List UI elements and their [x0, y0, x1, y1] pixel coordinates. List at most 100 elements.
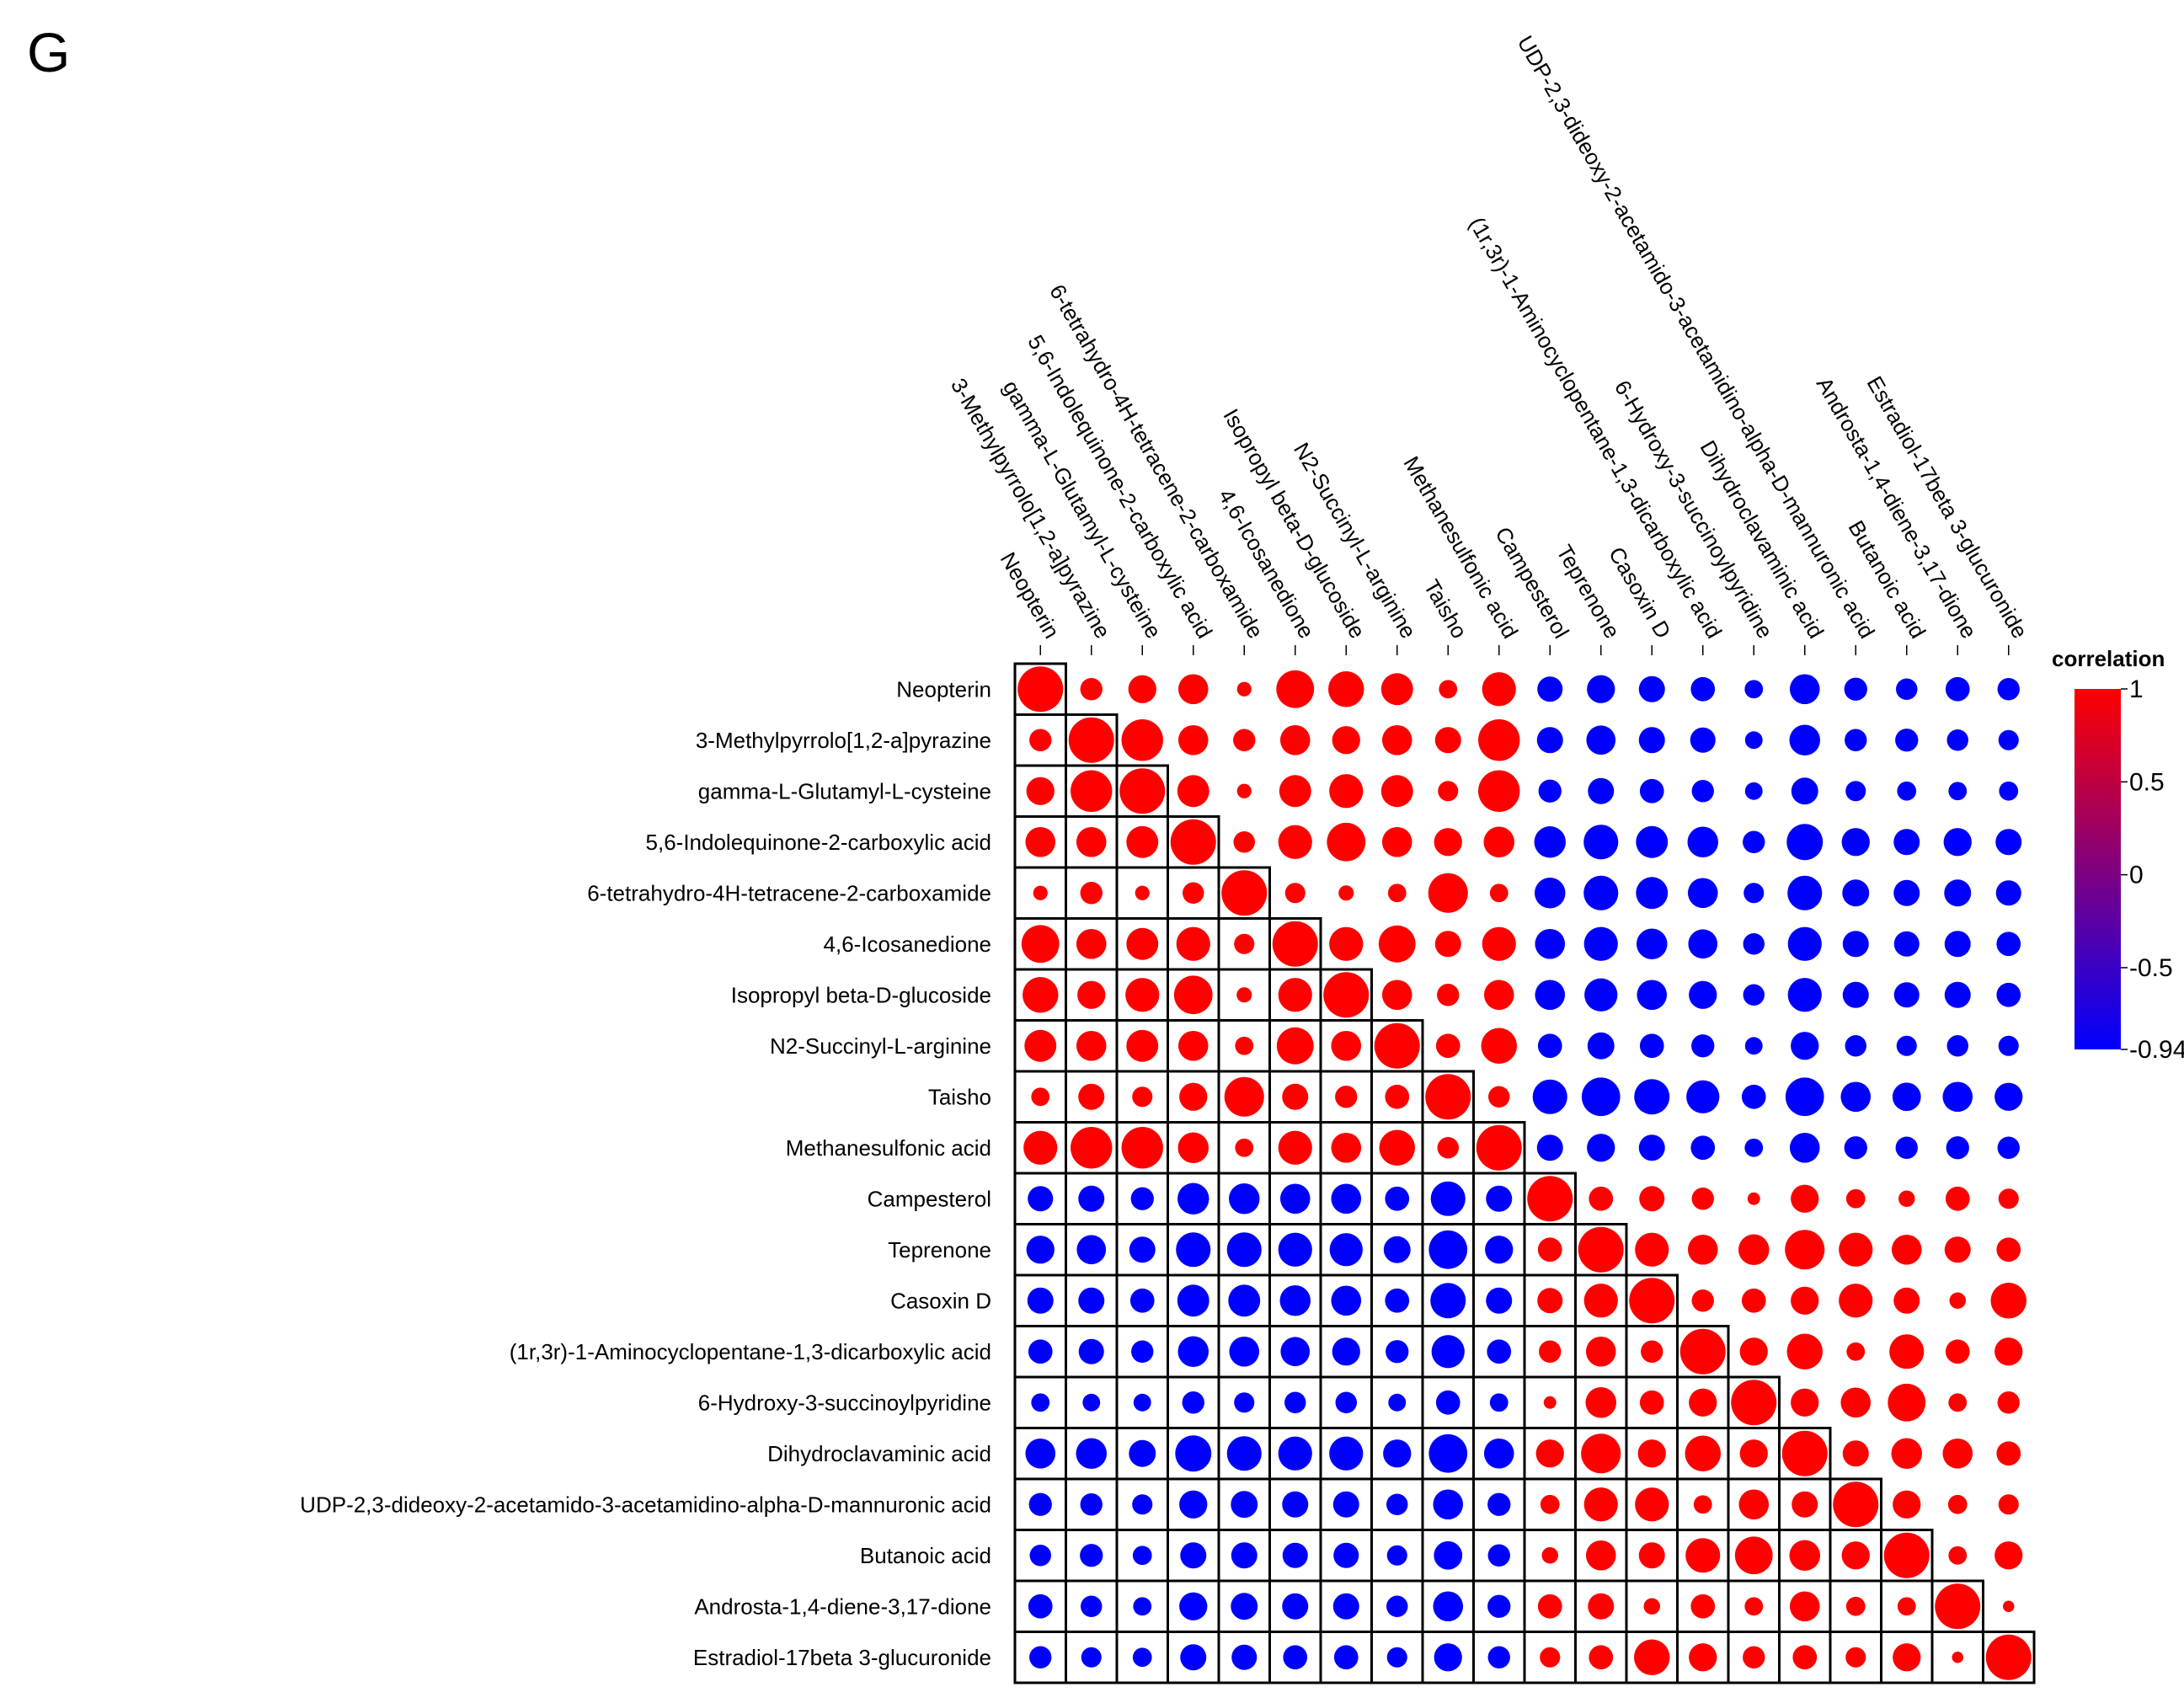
correlation-circle — [1487, 1544, 1510, 1567]
correlation-circle — [1170, 819, 1216, 865]
correlation-circle — [1787, 926, 1822, 961]
correlation-circle — [1535, 980, 1566, 1011]
correlation-circle — [1893, 1490, 1921, 1519]
correlation-circle — [1845, 781, 1866, 802]
correlation-circle — [1845, 729, 1867, 751]
correlation-circle — [1385, 1288, 1410, 1313]
row-label: Campesterol — [868, 1186, 991, 1211]
correlation-circle — [1643, 1598, 1660, 1615]
correlation-circle — [1948, 1546, 1968, 1565]
correlation-circle — [1635, 1487, 1669, 1522]
correlation-circle — [1996, 1441, 2021, 1466]
correlation-circle — [1946, 1136, 1969, 1160]
correlation-circle — [1236, 987, 1252, 1003]
correlation-circle — [1482, 926, 1516, 961]
correlation-circle — [1639, 1390, 1664, 1415]
correlation-circle — [1893, 1287, 1920, 1314]
correlation-circle — [1234, 933, 1255, 954]
row-label: Dihydroclavaminic acid — [767, 1441, 991, 1466]
legend-ticks: 10.50-0.5-0.94 — [2121, 675, 2184, 1064]
correlation-circle — [1080, 1493, 1103, 1516]
correlation-circle — [1076, 928, 1107, 959]
correlation-circle — [1786, 824, 1824, 861]
correlation-circle — [1278, 1130, 1312, 1165]
correlation-circle — [1586, 725, 1616, 755]
correlation-circle — [1027, 1287, 1054, 1314]
correlation-circle — [1380, 775, 1413, 808]
correlation-circle — [1177, 1284, 1209, 1317]
correlation-circle — [1487, 1594, 1511, 1618]
correlation-circle — [1381, 980, 1412, 1011]
legend-tick-label: -0.94 — [2129, 1036, 2184, 1064]
correlation-circle — [1739, 1337, 1768, 1366]
correlation-circle — [1943, 828, 1972, 857]
correlation-circle — [1071, 770, 1113, 812]
correlation-circle — [1179, 1592, 1208, 1620]
correlation-circle — [1635, 1232, 1669, 1267]
row-label: (1r,3r)-1-Aminocyclopentane-1,3-dicarbox… — [510, 1339, 991, 1364]
correlation-circle — [1130, 1187, 1154, 1210]
correlation-circle — [1527, 1176, 1573, 1222]
correlation-circle — [1999, 781, 2019, 801]
correlation-circle — [1840, 1081, 1872, 1113]
correlation-circle — [1791, 1286, 1819, 1315]
correlation-circle — [1691, 1034, 1715, 1058]
correlation-circle — [1998, 1035, 2019, 1056]
lower-triangle-boxes — [1013, 662, 2036, 1684]
correlation-circle — [1080, 678, 1103, 701]
correlation-circle — [1789, 1540, 1821, 1572]
correlation-circle — [1335, 1391, 1357, 1413]
correlation-circle — [1690, 1594, 1716, 1619]
correlation-circle — [1329, 774, 1364, 809]
correlation-circle — [1888, 1383, 1926, 1422]
correlation-circle — [1385, 1084, 1410, 1109]
correlation-circle — [1994, 1082, 2023, 1111]
correlation-circle — [1121, 1127, 1163, 1169]
row-labels: Neopterin3-Methylpyrrolo[1,2-a]pyrazineg… — [300, 676, 991, 1670]
correlation-circle — [1581, 1077, 1621, 1117]
correlation-circle — [1133, 1597, 1152, 1616]
correlation-circle — [1487, 1646, 1510, 1668]
correlation-circle — [1132, 1647, 1152, 1668]
correlation-circle — [1634, 1079, 1670, 1115]
correlation-circle — [1996, 1237, 2021, 1263]
correlation-circle — [1180, 1644, 1207, 1671]
correlation-circle — [1839, 1284, 1873, 1318]
correlation-circle — [1739, 1439, 1768, 1468]
correlation-circle — [1433, 1489, 1464, 1520]
correlation-circle — [1385, 1186, 1410, 1211]
column-label: Taisho — [1418, 575, 1472, 643]
correlation-circle — [1744, 1597, 1764, 1616]
correlation-circle — [1743, 933, 1765, 955]
correlation-circle — [1679, 1328, 1726, 1375]
correlation-circle — [1791, 777, 1818, 805]
correlation-circle — [1179, 1490, 1208, 1519]
correlation-circle — [1434, 1540, 1463, 1570]
correlation-circle — [1282, 1542, 1308, 1568]
correlation-circle — [1282, 1491, 1309, 1518]
correlation-circle — [1483, 980, 1514, 1011]
row-label: UDP-2,3-dideoxy-2-acetamido-3-acetamidin… — [300, 1492, 991, 1517]
correlation-circle — [1891, 1234, 1922, 1265]
correlation-circle — [1743, 984, 1765, 1006]
correlation-circle — [1380, 673, 1413, 706]
correlation-circle — [1949, 1292, 1966, 1309]
correlation-circle — [1180, 1542, 1207, 1569]
correlation-circle — [1129, 1439, 1156, 1467]
correlation-circle — [1331, 1183, 1362, 1215]
correlation-circle — [1487, 1339, 1512, 1364]
correlation-circle — [1535, 1439, 1564, 1468]
correlation-circle — [1177, 674, 1209, 705]
correlation-circle — [1231, 1644, 1258, 1670]
correlation-circle — [1388, 1393, 1407, 1412]
correlation-circle — [1688, 929, 1718, 959]
correlation-circle — [1386, 1493, 1408, 1515]
correlation-circle — [1687, 1234, 1718, 1265]
correlation-circle — [1228, 1284, 1261, 1317]
correlation-circle — [1588, 777, 1615, 804]
legend-tick-label: 1 — [2129, 675, 2144, 703]
correlation-circle — [1226, 1232, 1262, 1268]
correlation-circle — [1224, 1076, 1264, 1117]
correlation-circle — [1948, 1393, 1968, 1412]
correlation-circle — [1587, 1032, 1615, 1060]
